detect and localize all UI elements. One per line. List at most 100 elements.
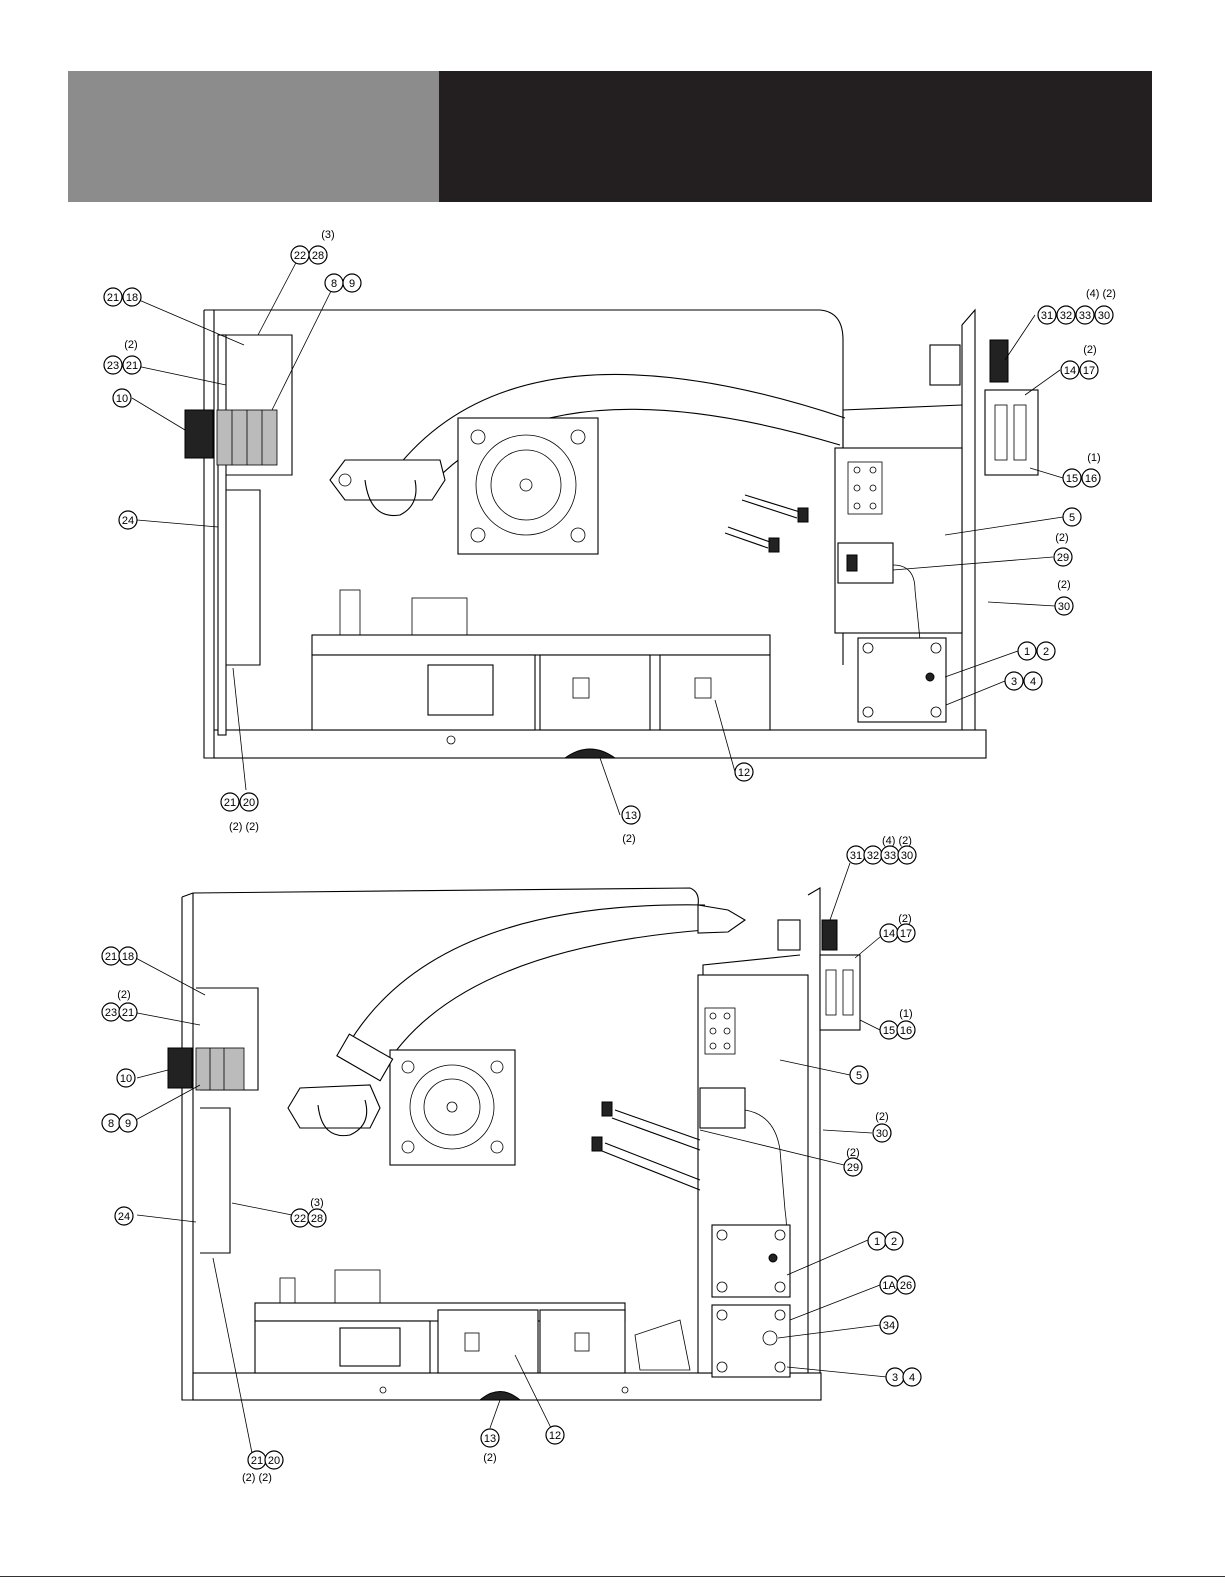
balloon-number: 4 <box>1030 676 1036 688</box>
balloon-number: 21 <box>126 360 138 372</box>
quantity-note: (3) <box>321 229 334 241</box>
part-balloon-31: 31 <box>1038 306 1056 324</box>
part-balloon-32: 32 <box>1057 306 1075 324</box>
balloon-number: 23 <box>105 1007 117 1019</box>
quantity-note: (1) <box>899 1008 912 1020</box>
balloon-number: 3 <box>1011 676 1017 688</box>
balloon-number: 5 <box>856 1070 862 1082</box>
quantity-note: (2) <box>1057 579 1070 591</box>
quantity-text: (2) <box>1083 344 1096 356</box>
balloon-number: 9 <box>125 1118 131 1130</box>
part-balloon-21: 21 <box>102 947 120 965</box>
balloon-number: 18 <box>122 951 134 963</box>
part-balloon-13: 13 <box>481 1429 499 1447</box>
part-balloon-22: 22 <box>291 246 309 264</box>
part-balloon-34: 34 <box>880 1316 898 1334</box>
part-balloon-12: 12 <box>546 1426 564 1444</box>
quantity-text: (4) (2) <box>882 835 912 847</box>
quantity-text: (2) <box>846 1147 859 1159</box>
quantity-text: (2) <box>1057 579 1070 591</box>
part-balloon-29: 29 <box>1054 548 1072 566</box>
part-balloon-2: 2 <box>885 1232 903 1250</box>
part-balloon-30: 30 <box>1055 597 1073 615</box>
part-balloon-16: 16 <box>1082 469 1100 487</box>
balloon-number: 24 <box>122 515 134 527</box>
balloon-number: 21 <box>122 1007 134 1019</box>
part-balloon-8: 8 <box>325 274 343 292</box>
balloon-number: 14 <box>1064 365 1076 377</box>
part-balloon-24: 24 <box>119 511 137 529</box>
balloon-number: 16 <box>900 1025 912 1037</box>
part-balloon-18: 18 <box>123 288 141 306</box>
balloon-number: 32 <box>1060 310 1072 322</box>
balloon-number: 22 <box>294 1213 306 1225</box>
part-balloon-31: 31 <box>847 846 865 864</box>
quantity-note: (2) <box>1083 344 1096 356</box>
part-balloon-33: 33 <box>1076 306 1094 324</box>
balloon-number: 28 <box>311 1213 323 1225</box>
quantity-note: (3) <box>310 1197 323 1209</box>
quantity-note: (2) <box>898 913 911 925</box>
balloon-number: 20 <box>268 1455 280 1467</box>
quantity-note: (2) <box>622 833 635 845</box>
quantity-text: (2) <box>483 1452 496 1464</box>
part-balloon-23: 23 <box>102 1003 120 1021</box>
balloon-number: 21 <box>105 951 117 963</box>
quantity-note: (1) <box>1087 452 1100 464</box>
balloon-number: 16 <box>1085 473 1097 485</box>
part-balloon-3: 3 <box>1005 672 1023 690</box>
part-balloon-20: 20 <box>240 793 258 811</box>
part-balloon-21: 21 <box>248 1451 266 1469</box>
quantity-note: (2) <box>846 1147 859 1159</box>
part-balloon-10: 10 <box>113 389 131 407</box>
part-balloon-21: 21 <box>119 1003 137 1021</box>
quantity-text: (2) (2) <box>229 821 259 833</box>
balloon-number: 2 <box>891 1236 897 1248</box>
balloon-number: 23 <box>107 360 119 372</box>
balloon-number: 4 <box>909 1372 915 1384</box>
balloon-number: 29 <box>847 1162 859 1174</box>
part-balloon-14: 14 <box>1061 361 1079 379</box>
top-cabinet-drawing <box>185 310 1038 758</box>
part-balloon-30: 30 <box>1095 306 1113 324</box>
part-balloon-8: 8 <box>102 1114 120 1132</box>
part-balloon-4: 4 <box>903 1368 921 1386</box>
part-balloon-18: 18 <box>119 947 137 965</box>
balloon-number: 13 <box>484 1433 496 1445</box>
part-balloon-9: 9 <box>119 1114 137 1132</box>
quantity-text: (2) <box>875 1111 888 1123</box>
part-balloon-5: 5 <box>1063 508 1081 526</box>
quantity-note: (2) <box>1055 532 1068 544</box>
balloon-number: 32 <box>867 850 879 862</box>
part-balloon-4: 4 <box>1024 672 1042 690</box>
balloon-number: 30 <box>1098 310 1110 322</box>
quantity-text: (2) <box>1055 532 1068 544</box>
part-balloon-1A: 1A <box>880 1276 898 1294</box>
quantity-note: (2) <box>875 1111 888 1123</box>
part-balloon-28: 28 <box>309 246 327 264</box>
quantity-text: (2) <box>898 913 911 925</box>
balloon-number: 1A <box>882 1280 896 1292</box>
balloon-number: 9 <box>349 278 355 290</box>
balloon-number: 15 <box>1066 473 1078 485</box>
balloon-number: 30 <box>1058 601 1070 613</box>
footer-rule <box>0 1576 1225 1577</box>
balloon-number: 29 <box>1057 552 1069 564</box>
quantity-text: (2) <box>117 989 130 1001</box>
part-balloon-1: 1 <box>868 1232 886 1250</box>
part-balloon-24: 24 <box>115 1207 133 1225</box>
part-balloon-30: 30 <box>873 1124 891 1142</box>
quantity-text: (1) <box>899 1008 912 1020</box>
balloon-number: 10 <box>120 1073 132 1085</box>
balloon-number: 22 <box>294 250 306 262</box>
balloon-number: 15 <box>883 1025 895 1037</box>
balloon-number: 21 <box>107 292 119 304</box>
balloon-number: 2 <box>1043 646 1049 658</box>
balloon-number: 26 <box>900 1280 912 1292</box>
quantity-note: (4) (2) <box>1086 288 1116 300</box>
part-balloon-32: 32 <box>864 846 882 864</box>
balloon-number: 1 <box>1024 646 1030 658</box>
quantity-text: (3) <box>310 1197 323 1209</box>
part-balloon-14: 14 <box>880 924 898 942</box>
